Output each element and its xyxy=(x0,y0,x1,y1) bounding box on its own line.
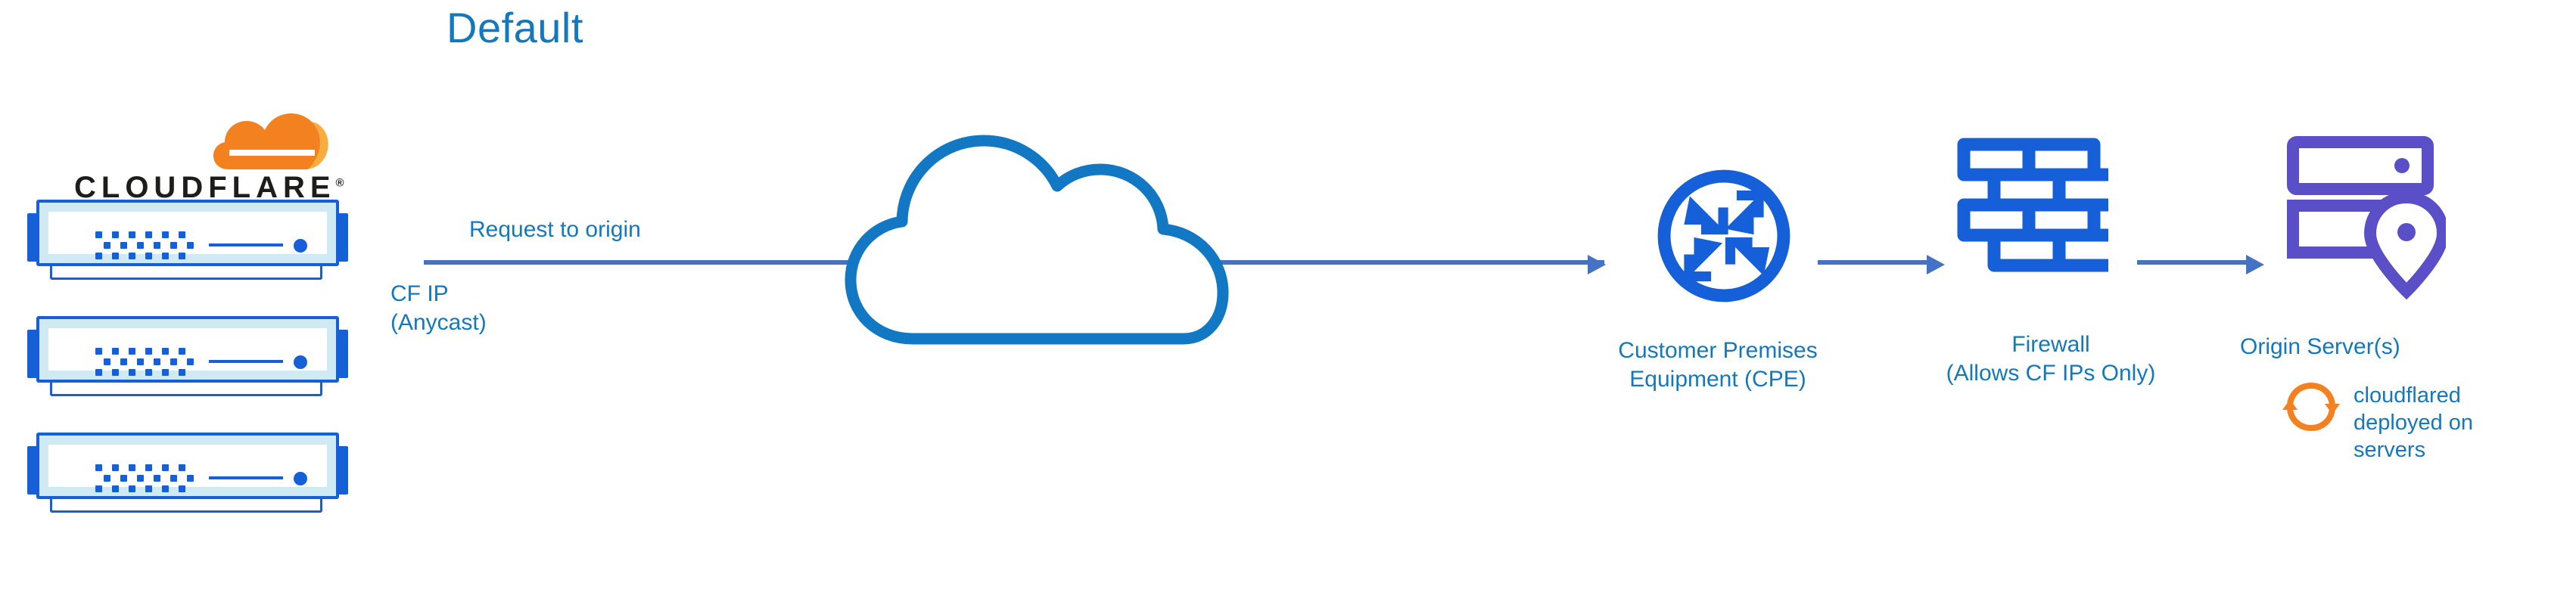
device-port-dot xyxy=(170,475,177,482)
connector-line-cpe-to-firewall xyxy=(1818,260,1930,265)
device-port-dot xyxy=(162,231,169,238)
connector-label-request-to-origin: Request to origin xyxy=(469,217,641,242)
cf-ip-line1: CF IP xyxy=(390,281,449,306)
device-port-dot xyxy=(187,242,194,249)
device-port-dot xyxy=(179,369,185,376)
cloudflare-wordmark: CLOUDFLARE® xyxy=(74,171,344,204)
device-status-led xyxy=(294,355,307,369)
device-port-dot xyxy=(145,231,152,238)
device-face xyxy=(48,445,327,492)
cloudflare-server-device xyxy=(27,200,348,280)
device-port-dot xyxy=(95,464,102,471)
device-port-dot xyxy=(129,464,135,471)
device-port-dot xyxy=(145,253,152,259)
device-frame xyxy=(36,433,339,499)
device-port-dot xyxy=(179,348,185,355)
device-port-dot xyxy=(137,242,144,249)
device-port-dot xyxy=(129,253,135,259)
device-face xyxy=(48,212,327,259)
cloudflare-cloud-icon xyxy=(213,113,328,169)
firewall-label-line1: Firewall xyxy=(2011,332,2090,357)
device-frame xyxy=(36,200,339,266)
device-port-dot xyxy=(145,348,152,355)
cloudflare-server-device xyxy=(27,433,348,513)
device-base-lip xyxy=(50,496,322,513)
device-port-dot xyxy=(179,464,185,471)
device-port-dot xyxy=(137,475,144,482)
device-port-dot xyxy=(187,475,194,482)
device-port-dot xyxy=(112,485,119,492)
device-base-lip xyxy=(50,380,322,396)
device-port-dot xyxy=(95,253,102,259)
device-port-dot xyxy=(120,358,127,365)
cloudflare-logo: CLOUDFLARE® xyxy=(29,103,344,204)
device-port-dot xyxy=(120,242,127,249)
server-rack-location-pin-icon xyxy=(2287,136,2446,300)
device-port-dot xyxy=(95,231,102,238)
device-port-dot xyxy=(162,485,169,492)
device-port-dot xyxy=(104,358,110,365)
device-indicator-line xyxy=(209,243,283,247)
device-port-dot xyxy=(154,242,160,249)
page-title: Default xyxy=(446,4,583,51)
connector-line-firewall-to-origin xyxy=(2137,260,2249,265)
device-port-dot xyxy=(104,475,110,482)
sync-arrows-icon xyxy=(2282,383,2340,431)
internet-cloud-icon xyxy=(845,135,1229,345)
device-indicator-line xyxy=(209,476,283,479)
device-port-dot xyxy=(179,253,185,259)
cpe-label-line2: Equipment (CPE) xyxy=(1629,367,1806,392)
device-port-dot xyxy=(162,464,169,471)
device-port-dot xyxy=(179,231,185,238)
device-port-dot xyxy=(129,231,135,238)
device-port-dot xyxy=(145,464,152,471)
cpe-label: Customer Premises Equipment (CPE) xyxy=(1559,336,1877,394)
cloudflare-server-device xyxy=(27,316,348,396)
connector-arrowhead-edge-to-cpe xyxy=(1588,255,1606,274)
device-port-dot xyxy=(170,242,177,249)
device-port-dot xyxy=(137,358,144,365)
cpe-label-line1: Customer Premises xyxy=(1618,338,1818,363)
connector-arrowhead-cpe-to-firewall xyxy=(1927,255,1945,274)
device-port-dot xyxy=(95,348,102,355)
router-four-arrows-icon xyxy=(1657,169,1790,302)
device-port-dot xyxy=(112,369,119,376)
device-face xyxy=(48,328,327,376)
device-port-dot xyxy=(154,475,160,482)
device-port-dot xyxy=(162,253,169,259)
device-port-dot xyxy=(104,242,110,249)
device-port-dot xyxy=(95,485,102,492)
origin-server-label: Origin Server(s) xyxy=(2240,334,2400,359)
brick-wall-icon xyxy=(1957,138,2108,272)
device-port-dot xyxy=(112,464,119,471)
device-port-dot xyxy=(154,358,160,365)
device-port-dot xyxy=(187,358,194,365)
device-port-dot xyxy=(112,231,119,238)
cloudflared-note-label: cloudflared deployed on servers xyxy=(2354,383,2474,462)
device-port-dot xyxy=(129,485,135,492)
device-port-dot xyxy=(112,348,119,355)
device-status-led xyxy=(294,472,307,485)
device-port-dot xyxy=(120,475,127,482)
firewall-label: Firewall (Allows CF IPs Only) xyxy=(1892,330,2210,388)
firewall-label-line2: (Allows CF IPs Only) xyxy=(1946,361,2156,386)
device-status-led xyxy=(294,239,307,253)
device-port-dot xyxy=(112,253,119,259)
device-port-dot xyxy=(95,369,102,376)
device-port-dot xyxy=(179,485,185,492)
device-port-dot xyxy=(170,358,177,365)
device-port-dot xyxy=(162,369,169,376)
device-base-lip xyxy=(50,263,322,280)
device-port-dot xyxy=(162,348,169,355)
connector-arrowhead-firewall-to-origin xyxy=(2246,255,2264,274)
cf-ip-line2: (Anycast) xyxy=(390,310,487,335)
device-port-dot xyxy=(145,369,152,376)
device-indicator-line xyxy=(209,360,283,363)
device-port-dot xyxy=(145,485,152,492)
device-frame xyxy=(36,316,339,383)
connector-label-cf-ip: CF IP (Anycast) xyxy=(390,280,487,337)
device-port-dot xyxy=(129,348,135,355)
device-port-dot xyxy=(129,369,135,376)
